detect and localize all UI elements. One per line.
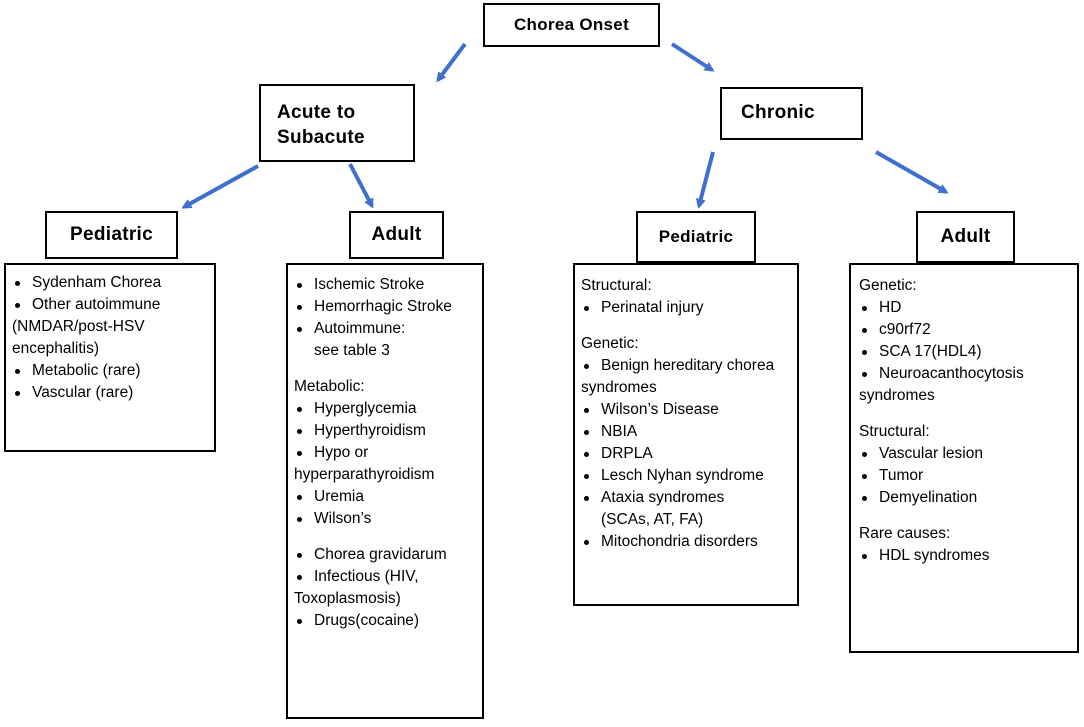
list-item: Chorea gravidarum [294, 544, 476, 566]
acute-label-line1: Acute to [277, 102, 356, 123]
list-item: Vascular (rare) [12, 382, 208, 404]
list-item: Demyelination [859, 487, 1071, 509]
list-item: Tumor [859, 465, 1071, 487]
list-item: DRPLA [581, 443, 791, 465]
chronic-label: Chronic [741, 102, 815, 123]
arrow-root-to-chronic [670, 42, 715, 72]
arrow-chronic-to-pediatric [695, 151, 715, 209]
list-item: Other autoimmune [12, 294, 208, 316]
list-item: Metabolic (rare) [12, 360, 208, 382]
list-item: Wilson’s Disease [581, 399, 791, 421]
list-item: Hyperglycemia [294, 398, 476, 420]
structural-heading: Structural: [581, 277, 652, 294]
list-item: HD [859, 297, 1071, 319]
list-item-continuation: (SCAs, AT, FA) [601, 511, 704, 528]
list-item-continuation: encephalitis) [12, 340, 100, 357]
list-item: Neuroacanthocytosis [859, 363, 1071, 385]
acute-adult-label: Adult [371, 224, 422, 245]
genetic-heading: Genetic: [859, 277, 917, 294]
list-item: Autoimmune: [294, 318, 476, 340]
list-item: HDL syndromes [859, 545, 1071, 567]
arrow-acute-to-pediatric [181, 164, 259, 209]
chronic-pediatric-header: Pediatric [636, 211, 756, 263]
list-item: Sydenham Chorea [12, 272, 208, 294]
metabolic-heading: Metabolic: [294, 378, 365, 395]
genetic-heading: Genetic: [581, 335, 639, 352]
acute-adult-list: Ischemic Stroke Hemorrhagic Stroke Autoi… [286, 263, 484, 719]
list-item-continuation: (NMDAR/post-HSV [12, 318, 145, 335]
chorea-onset-node: Chorea Onset [483, 3, 660, 47]
list-item: Wilson’s [294, 508, 476, 530]
acute-subacute-node: Acute to Subacute [259, 84, 415, 162]
list-item-continuation: see table 3 [314, 342, 390, 359]
chronic-node: Chronic [720, 87, 863, 140]
list-item-continuation: syndromes [581, 379, 657, 396]
chronic-adult-list: Genetic: HD c90rf72 SCA 17(HDL4) Neuroac… [849, 263, 1079, 653]
acute-pediatric-list: Sydenham Chorea Other autoimmune (NMDAR/… [4, 263, 216, 452]
rare-causes-heading: Rare causes: [859, 525, 951, 542]
chronic-pediatric-list: Structural: Perinatal injury Genetic: Be… [573, 263, 799, 606]
chorea-onset-label: Chorea Onset [513, 15, 630, 34]
acute-pediatric-header: Pediatric [45, 211, 178, 259]
list-item: Uremia [294, 486, 476, 508]
acute-label-line2: Subacute [277, 127, 365, 148]
list-item-continuation: Toxoplasmosis) [294, 590, 401, 607]
list-item: Perinatal injury [581, 297, 791, 319]
list-item: c90rf72 [859, 319, 1071, 341]
list-item-continuation: syndromes [859, 387, 935, 404]
list-item: Hypo or [294, 442, 476, 464]
list-item: Vascular lesion [859, 443, 1071, 465]
list-item: Lesch Nyhan syndrome [581, 465, 791, 487]
chronic-pediatric-label: Pediatric [658, 227, 734, 246]
list-item: Benign hereditary chorea [581, 355, 791, 377]
chronic-adult-label: Adult [940, 226, 991, 247]
list-item: Hemorrhagic Stroke [294, 296, 476, 318]
list-item: SCA 17(HDL4) [859, 341, 1071, 363]
list-item: Ischemic Stroke [294, 274, 476, 296]
arrow-root-to-acute [436, 42, 467, 83]
list-item: Drugs(cocaine) [294, 610, 476, 632]
list-item: Ataxia syndromes [581, 487, 791, 509]
acute-pediatric-label: Pediatric [70, 224, 153, 245]
list-item: Mitochondria disorders [581, 531, 791, 553]
chronic-adult-header: Adult [916, 211, 1015, 263]
arrow-acute-to-adult [348, 163, 374, 209]
structural-heading: Structural: [859, 423, 930, 440]
arrow-chronic-to-adult [875, 150, 949, 194]
list-item: Hyperthyroidism [294, 420, 476, 442]
acute-adult-header: Adult [349, 211, 444, 259]
list-item: Infectious (HIV, [294, 566, 476, 588]
list-item: NBIA [581, 421, 791, 443]
list-item-continuation: hyperparathyroidism [294, 466, 435, 483]
